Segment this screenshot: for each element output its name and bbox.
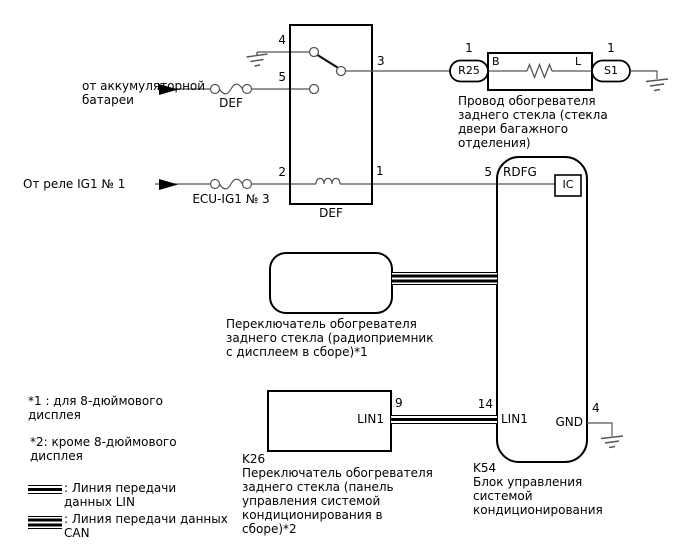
rdfg-label: RDFG [503,165,537,179]
fuse-ecu-ig1-label: ECU-IG1 № 3 [192,192,270,206]
connector-r25 [449,59,489,83]
battery-source-label: от аккумуляторной батареи [82,79,206,107]
k54-pin-14: 14 [477,397,493,411]
r25-name: R25 [458,64,480,77]
note-2: *2: кроме 8-дюймового дисплея [30,435,177,463]
heater-wire-label: Провод обогревателя заднего стекла (стек… [458,94,608,150]
k26-label: K26 Переключатель обогревателя заднего с… [242,452,433,536]
resistor-icon [526,62,553,80]
gnd-pin-4: 4 [592,401,600,415]
wire-gnd [587,422,613,436]
arrow-icon-battery [159,84,178,95]
wire-s1-ground [630,70,658,79]
rdfg-pin: 5 [484,165,492,179]
lin-wire [391,415,497,424]
relay-pin-4: 4 [278,33,286,47]
relay-pin-5: 5 [278,70,286,84]
radio-switch-label: Переключатель обогревателя заднего стекл… [226,317,434,359]
ic-label: IC [562,178,574,191]
legend-can-text: : Линия передачи данных CAN [64,512,228,540]
legend-lin-symbol [28,485,62,494]
s1-pin: 1 [607,41,615,55]
relay-box [289,24,373,205]
note-1: *1 : для 8-дюймового дисплея [28,394,163,422]
relay-switch-icon [308,46,347,95]
k54-label: K54 Блок управления системой кондиционир… [473,461,603,517]
k54-box [496,156,588,463]
heater-terminal-l: L [575,55,582,68]
arrow-icon-ig1 [159,179,178,190]
can-wire [392,272,497,285]
radio-switch-box [269,252,393,314]
relay-pin-2: 2 [278,165,286,179]
ground-icon-k54 [600,435,624,449]
gnd-label: GND [555,415,583,429]
legend-lin-text: : Линия передачи данных LIN [64,481,177,509]
k26-lin1-label: LIN1 [357,412,384,426]
fuse-def-icon [209,83,253,95]
k54-lin1-label: LIN1 [501,412,528,426]
ig1-source-label: От реле IG1 № 1 [23,177,126,191]
legend-can-symbol [28,516,62,529]
r25-pin: 1 [465,41,473,55]
k26-pin-9: 9 [395,396,403,410]
fuse-ecu-ig1-icon [209,178,253,190]
ground-icon-relay [246,52,268,67]
heater-terminal-b: B [492,55,500,68]
fuse-def-label: DEF [219,96,243,110]
ic-box [554,174,582,197]
s1-name: S1 [604,64,618,77]
ground-icon-s1 [645,78,669,92]
relay-coil-icon [315,177,341,185]
relay-pin-3: 3 [377,54,385,68]
relay-def-label: DEF [319,206,343,220]
relay-pin-1: 1 [376,164,384,178]
